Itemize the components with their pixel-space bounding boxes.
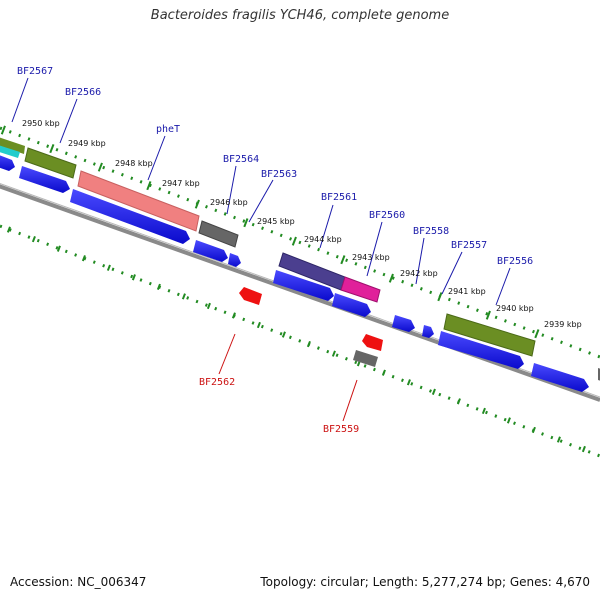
kbp-label: 2943 kbp <box>352 253 390 262</box>
inner-major-tick <box>506 417 511 424</box>
kbp-label: 2949 kbp <box>68 139 106 148</box>
inner-major-tick <box>56 245 61 252</box>
kbp-label: 2941 kbp <box>448 287 486 296</box>
gene-label-bf2566[interactable]: BF2566 <box>65 87 101 98</box>
inner-major-tick <box>556 436 561 443</box>
cds-bf2557[interactable] <box>438 331 524 369</box>
cds-bf2561[interactable] <box>273 270 334 301</box>
inner-major-tick <box>406 379 411 386</box>
feature-bf2567-olive[interactable] <box>0 136 25 154</box>
inner-major-tick <box>381 369 386 376</box>
outer-major-tick <box>243 218 249 228</box>
inner-major-tick <box>456 398 461 405</box>
cds-bf2564[interactable] <box>193 240 228 262</box>
kbp-label: 2942 kbp <box>400 269 438 278</box>
outer-major-tick <box>340 255 346 265</box>
gene-label-phet[interactable]: pheT <box>156 124 180 135</box>
gene-label-bf2557[interactable]: BF2557 <box>451 240 487 251</box>
inner-major-tick <box>281 331 286 338</box>
outer-tick-ring <box>0 126 600 359</box>
feature-bf2559-gray[interactable] <box>353 350 378 367</box>
kbp-label: 2947 kbp <box>162 179 200 188</box>
feature-bf2566[interactable] <box>24 147 77 179</box>
feature-bf2559-red[interactable] <box>362 334 383 351</box>
outer-major-tick <box>49 144 55 154</box>
feature-bf2567-cyan[interactable] <box>0 144 20 158</box>
inner-major-tick <box>331 350 336 357</box>
inner-major-tick <box>481 407 486 415</box>
map-title: Bacteroides fragilis YCH46, complete gen… <box>150 8 450 23</box>
cds-bf2556[interactable] <box>531 363 589 392</box>
cds-bf2567[interactable] <box>0 153 15 171</box>
accession-text: Accession: NC_006347 <box>10 575 147 589</box>
features <box>0 136 600 392</box>
kbp-label: 2939 kbp <box>544 320 582 329</box>
inner-tick-ring <box>0 224 600 458</box>
inner-major-tick <box>156 283 161 291</box>
feature-bf2560[interactable] <box>340 276 381 303</box>
inner-major-tick <box>581 445 586 453</box>
cds-bf2566[interactable] <box>19 166 70 193</box>
inner-major-ticks <box>6 226 586 453</box>
forward-gene-labels: BF2567 BF2566 pheT BF2564 BF2563 BF2561 … <box>17 66 533 267</box>
gene-label-bf2559[interactable]: BF2559 <box>323 424 359 435</box>
genome-backbone <box>0 184 600 402</box>
gene-label-bf2562[interactable]: BF2562 <box>199 377 235 388</box>
kbp-label: 2945 kbp <box>257 217 295 226</box>
cds-bf2560[interactable] <box>332 293 371 317</box>
gene-label-bf2563[interactable]: BF2563 <box>261 169 297 180</box>
gene-label-bf2558[interactable]: BF2558 <box>413 226 449 237</box>
outer-major-tick <box>388 273 394 283</box>
gene-label-bf2567[interactable]: BF2567 <box>17 66 53 77</box>
feature-bf2564[interactable] <box>198 220 239 248</box>
inner-major-tick <box>531 426 536 434</box>
cds-phet[interactable] <box>70 189 190 244</box>
reverse-label-leaders <box>218 333 358 422</box>
inner-major-tick <box>31 235 36 243</box>
outer-major-tick <box>97 162 103 172</box>
outer-major-tick <box>437 292 443 302</box>
kbp-label: 2948 kbp <box>115 159 153 168</box>
inner-major-tick <box>181 293 186 300</box>
cds-bf2563[interactable] <box>228 253 241 267</box>
inner-major-tick <box>6 226 11 233</box>
outer-major-tick <box>146 181 152 191</box>
outer-major-tick <box>534 329 540 339</box>
inner-major-tick <box>106 264 111 271</box>
inner-major-tick <box>81 255 86 262</box>
kbp-labels: 2950 kbp 2949 kbp 2948 kbp 2947 kbp 2946… <box>22 119 582 329</box>
gene-label-bf2560[interactable]: BF2560 <box>369 210 405 221</box>
inner-major-tick <box>431 388 436 395</box>
inner-major-tick <box>306 340 311 348</box>
reverse-gene-labels: BF2562 BF2559 <box>199 377 359 435</box>
forward-label-leaders <box>11 77 511 306</box>
feature-bf2562[interactable] <box>239 287 262 305</box>
kbp-label: 2950 kbp <box>22 119 60 128</box>
gene-label-bf2564[interactable]: BF2564 <box>223 154 259 165</box>
feature-phet[interactable] <box>77 170 200 232</box>
outer-major-tick <box>0 125 6 135</box>
major-ticks <box>0 125 540 339</box>
gene-label-bf2561[interactable]: BF2561 <box>321 192 357 203</box>
gene-label-bf2556[interactable]: BF2556 <box>497 256 533 267</box>
inner-major-tick <box>231 312 236 319</box>
inner-major-tick <box>131 274 136 281</box>
outer-major-tick <box>485 310 491 320</box>
inner-major-tick <box>206 302 211 310</box>
cds-bf2558[interactable] <box>392 315 415 332</box>
inner-major-tick <box>256 321 261 329</box>
kbp-label: 2944 kbp <box>304 235 342 244</box>
feature-bf2557[interactable] <box>443 313 536 357</box>
outer-major-tick <box>194 199 200 209</box>
genome-summary-text: Topology: circular; Length: 5,277,274 bp… <box>260 575 590 589</box>
kbp-label: 2940 kbp <box>496 304 534 313</box>
outer-major-tick <box>291 236 297 246</box>
kbp-label: 2946 kbp <box>210 198 248 207</box>
cds-bf2557a[interactable] <box>422 325 434 338</box>
